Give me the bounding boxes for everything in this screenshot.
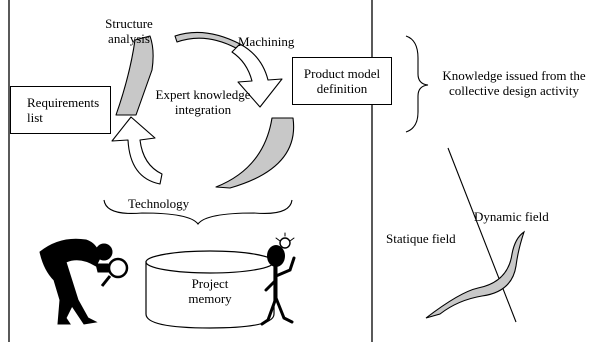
product-model-line-2: definition [316, 81, 368, 96]
product-model-line-1: Product model [303, 66, 381, 81]
arc-left-arrow [111, 116, 163, 185]
requirements-line-1: Requirements [27, 95, 100, 110]
static-field-line [447, 147, 517, 323]
dynamic-field-curve [425, 230, 526, 319]
knowledge-label: Knowledge issued from the collective des… [442, 68, 586, 98]
knowledge-brace [405, 35, 429, 133]
arc-top [174, 31, 241, 49]
requirements-list-box: Requirements list [10, 86, 111, 134]
project-memory-cylinder [145, 250, 275, 329]
technology-label: Technology [128, 196, 190, 211]
static-field-label: Statique field [386, 231, 456, 246]
arc-right-arrow [231, 43, 283, 108]
fields-graphic [425, 147, 526, 323]
arc-upper-left [115, 35, 154, 116]
center-label: Expert knowledge integration [155, 87, 251, 117]
project-memory-label: Project memory [188, 276, 232, 306]
dynamic-field-label: Dynamic field [474, 209, 549, 224]
product-model-box: Product model definition [292, 57, 392, 105]
machining-label: Machining [238, 34, 295, 49]
cycle-arrows [111, 31, 295, 189]
requirements-line-2: list [27, 110, 43, 125]
person-magnifier-icon [39, 238, 129, 325]
arc-lower-right [215, 117, 295, 189]
structure-analysis-label: Structure analysis [105, 16, 153, 46]
technology-brace [103, 199, 293, 225]
person-idea-icon [260, 232, 296, 326]
